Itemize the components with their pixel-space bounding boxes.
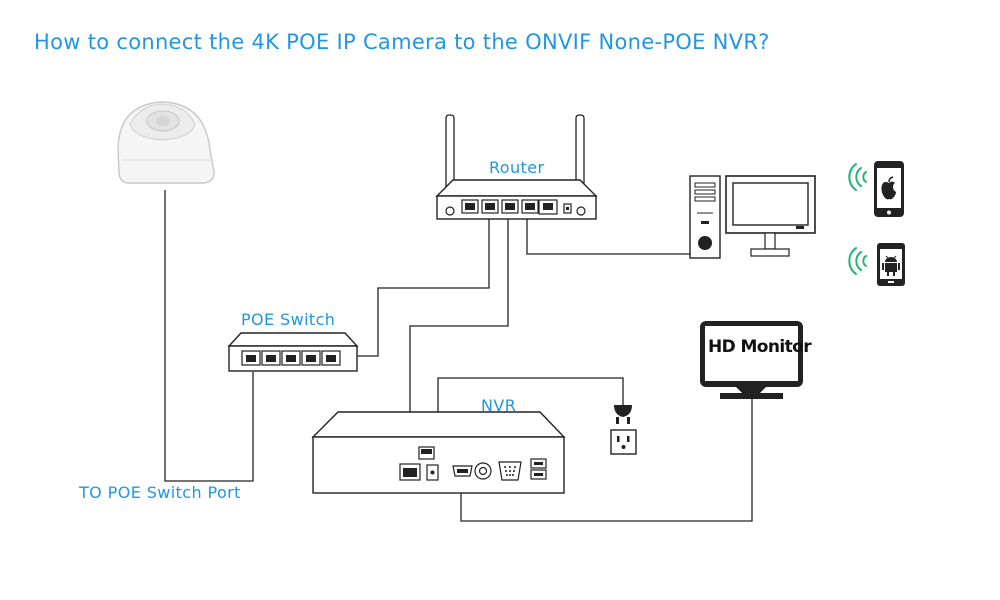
cable-nvr-to-monitor xyxy=(460,398,753,522)
poe-switch-icon xyxy=(227,332,359,372)
desktop-pc-icon xyxy=(689,175,816,259)
router-label: Router xyxy=(489,158,545,177)
poe-switch-label: POE Switch xyxy=(241,310,336,329)
cable-switch-to-router xyxy=(355,218,490,357)
cables xyxy=(164,190,753,522)
cable-router-to-pc xyxy=(526,218,690,255)
dome-camera-icon xyxy=(117,101,215,184)
nvr-icon xyxy=(311,411,566,494)
power-plug-icon xyxy=(614,405,632,424)
wall-outlet-icon xyxy=(610,429,637,455)
to-poe-port-label: TO POE Switch Port xyxy=(79,483,241,502)
cable-camera-to-switch xyxy=(164,190,254,482)
smartphone-apple-icon xyxy=(874,161,904,217)
hd-monitor-label: HD Monitor xyxy=(708,337,812,357)
router-icon xyxy=(435,114,598,220)
smartphone-android-icon xyxy=(877,243,905,286)
cable-router-to-nvr xyxy=(409,218,509,465)
nvr-label: NVR xyxy=(481,396,517,415)
hd-monitor-icon xyxy=(700,321,803,399)
page-title: How to connect the 4K POE IP Camera to t… xyxy=(34,30,770,54)
wifi-signal-icon xyxy=(848,163,867,275)
